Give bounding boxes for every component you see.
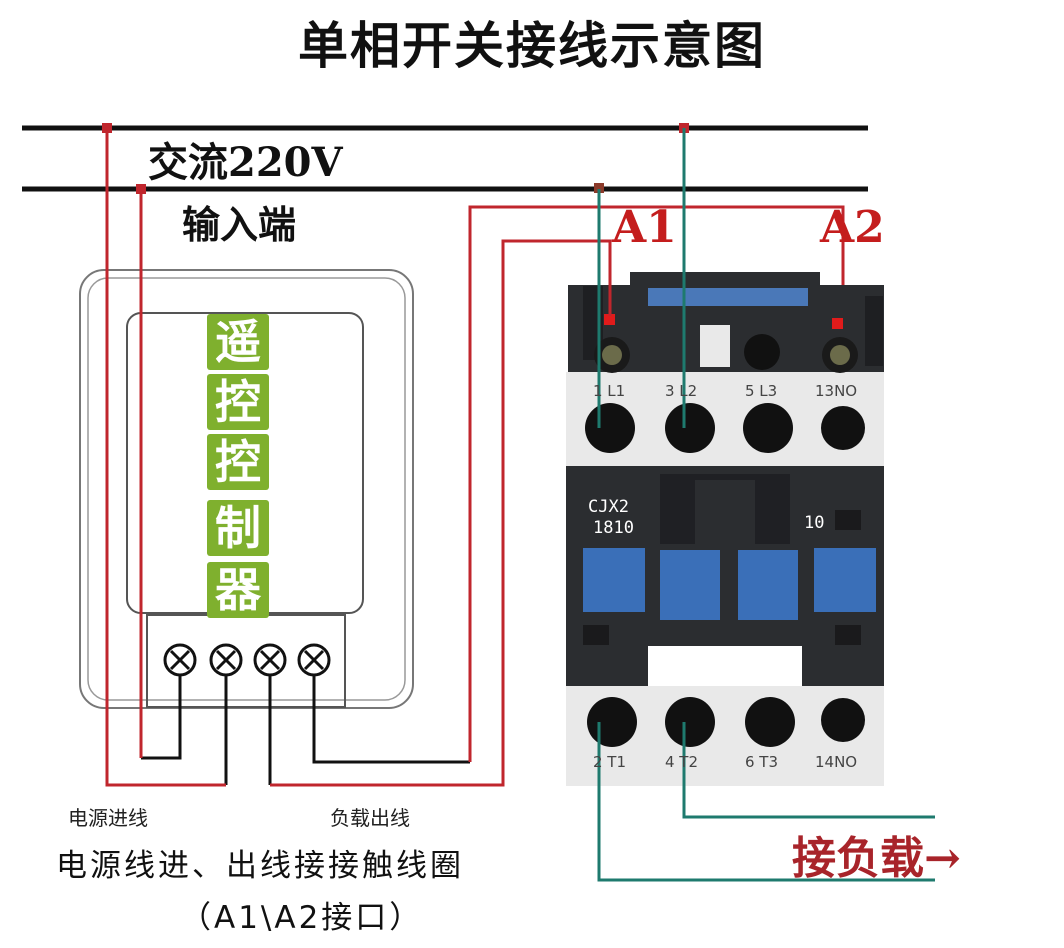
controller-char: 制 bbox=[207, 500, 269, 556]
junction-dot bbox=[594, 183, 604, 193]
contactor-model-line-2: 1810 bbox=[593, 518, 634, 538]
screw-icon bbox=[163, 643, 197, 677]
load-connection-label: 接负载→ bbox=[792, 833, 961, 884]
load-out-caption: 负载出线 bbox=[330, 806, 410, 830]
power-in-live-wire bbox=[105, 128, 226, 787]
contactor-aux-number: 10 bbox=[804, 513, 825, 533]
terminal-hole-icon bbox=[587, 697, 637, 747]
terminal-hole-icon bbox=[585, 403, 635, 453]
contactor-blue-button bbox=[814, 548, 876, 612]
wire-to-a1 bbox=[270, 239, 612, 787]
bottom-terminal-label: 4 T2 bbox=[665, 753, 699, 771]
top-terminal-label: 1 L1 bbox=[593, 382, 626, 400]
a2-marker bbox=[832, 318, 843, 329]
bottom-caption-line-1: 电源线进、出线接接触线圈 bbox=[56, 848, 464, 884]
a1-label: A1 bbox=[612, 202, 677, 253]
controller-char: 控 bbox=[207, 434, 269, 490]
top-terminal-label: 3 L2 bbox=[665, 382, 698, 400]
top-terminal-label: 13NO bbox=[815, 382, 858, 400]
controller-screws bbox=[163, 643, 331, 677]
controller-lead-1 bbox=[141, 675, 182, 760]
terminal-hole-icon bbox=[821, 698, 865, 742]
junction-dot bbox=[102, 123, 112, 133]
power-in-caption: 电源进线 bbox=[68, 806, 148, 830]
teal-wire-t2 bbox=[682, 722, 935, 819]
diagram-title: 单相开关接线示意图 bbox=[298, 17, 766, 75]
bottom-terminal-label: 2 T1 bbox=[593, 753, 627, 771]
teal-wire-t1 bbox=[597, 722, 935, 882]
controller-char: 控 bbox=[207, 374, 269, 430]
bottom-terminal-label: 6 T3 bbox=[745, 753, 779, 771]
screw-icon bbox=[209, 643, 243, 677]
a2-label: A2 bbox=[820, 202, 885, 253]
controller-char: 器 bbox=[207, 562, 269, 618]
junction-dot bbox=[136, 184, 146, 194]
contactor-model-line-1: CJX2 bbox=[588, 497, 629, 517]
terminal-screw-icon bbox=[744, 334, 780, 370]
contactor-blue-button bbox=[583, 548, 645, 612]
terminal-hole-icon bbox=[665, 697, 715, 747]
terminal-hole-icon bbox=[665, 403, 715, 453]
bottom-terminal-label: 14NO bbox=[815, 753, 858, 771]
top-terminal-label: 5 L3 bbox=[745, 382, 778, 400]
contactor-blue-button bbox=[660, 550, 720, 620]
contactor bbox=[566, 272, 884, 786]
controller-char: 遥 bbox=[207, 314, 269, 370]
terminal-hole-icon bbox=[745, 697, 795, 747]
ac-input-label: 交流220V bbox=[148, 139, 343, 186]
contactor-coil-label bbox=[648, 288, 808, 306]
input-terminal-label: 输入端 bbox=[182, 202, 297, 247]
bottom-caption-line-2: （A1\A2接口） bbox=[180, 900, 424, 936]
a1-marker bbox=[604, 314, 615, 325]
terminal-hole-icon bbox=[743, 403, 793, 453]
controller-frame-inner bbox=[87, 277, 406, 701]
screw-icon bbox=[253, 643, 287, 677]
wire-to-a2 bbox=[468, 205, 845, 762]
controller-lead-4 bbox=[312, 675, 470, 764]
contactor-blue-button bbox=[738, 550, 798, 620]
screw-icon bbox=[297, 643, 331, 677]
terminal-hole-icon bbox=[821, 406, 865, 450]
